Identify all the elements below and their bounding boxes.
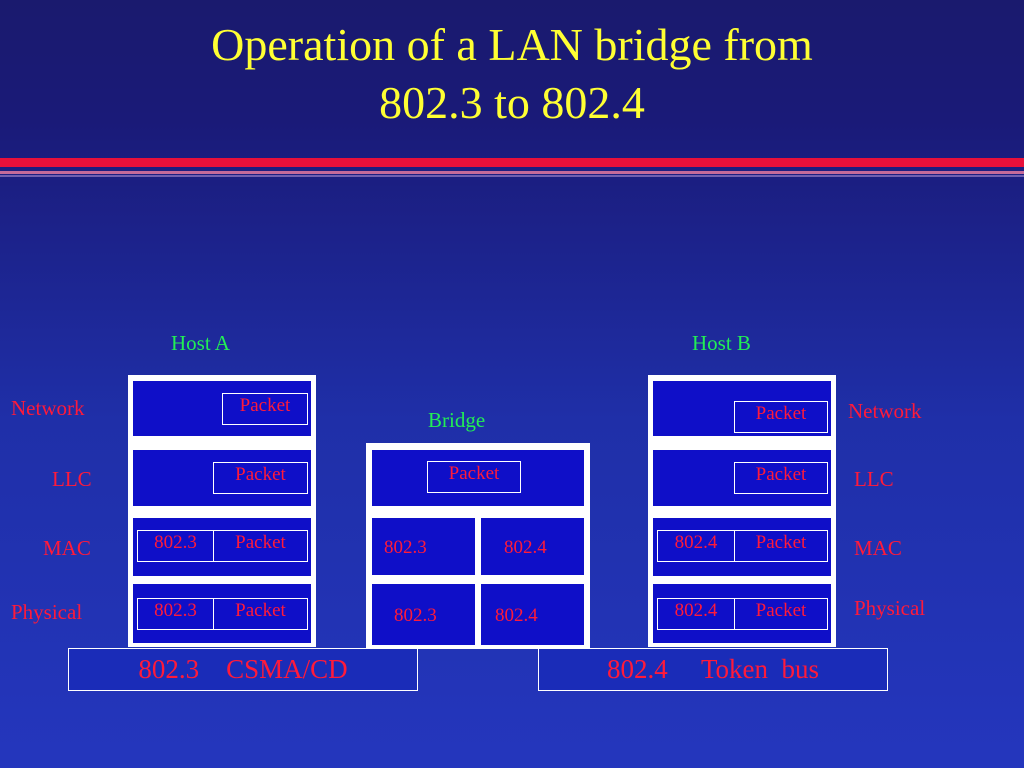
bridge-mac-8024-layer — [481, 518, 584, 575]
bridge-mac-right-text: 802.4 — [504, 537, 547, 558]
host-a-physical-label: Physical — [11, 600, 83, 624]
slide-title: Operation of a LAN bridge from 802.3 to … — [0, 16, 1024, 132]
title-line-1: Operation of a LAN bridge from — [211, 19, 813, 70]
host-b-mac-packet: Packet — [734, 530, 828, 562]
host-a-mac-label: MAC — [43, 536, 91, 560]
host-a-llc-packet: Packet — [213, 462, 308, 494]
title-line-2: 802.3 to 802.4 — [379, 77, 645, 128]
host-b-phys-header: 802.4 — [657, 598, 735, 630]
host-b-physical-label: Physical — [854, 596, 926, 620]
host-b-phys-packet: Packet — [734, 598, 828, 630]
host-b-network-packet: Packet — [734, 401, 828, 433]
bridge-label: Bridge — [428, 408, 486, 432]
host-a-network-packet: Packet — [222, 393, 308, 425]
host-a-label: Host A — [171, 331, 230, 355]
host-a-llc-label: LLC — [52, 467, 92, 491]
medium-csma-cd: 802.3 CSMA/CD — [68, 648, 418, 691]
host-b-mac-header: 802.4 — [657, 530, 735, 562]
host-a-network-label: Network — [11, 396, 85, 420]
bridge-mac-left-text: 802.3 — [384, 537, 427, 558]
title-divider-pink — [0, 171, 1024, 174]
title-divider-red — [0, 158, 1024, 167]
host-b-mac-label: MAC — [854, 536, 902, 560]
host-b-llc-packet: Packet — [734, 462, 828, 494]
bridge-mac-8023-layer — [372, 518, 475, 575]
host-a-mac-packet: Packet — [213, 530, 308, 562]
bridge-phys-right-text: 802.4 — [495, 605, 538, 626]
bridge-phys-8023-layer — [372, 584, 475, 645]
bridge-llc-packet: Packet — [427, 461, 521, 493]
host-a-stack: Packet Packet 802.3 Packet 802.3 Packet — [128, 375, 316, 647]
host-b-llc-label: LLC — [854, 467, 894, 491]
host-b-label: Host B — [692, 331, 751, 355]
bridge-phys-8024-layer — [481, 584, 584, 645]
title-divider-purple — [0, 175, 1024, 177]
bridge-stack: Packet 802.3 802.4 802.3 802.4 — [366, 443, 590, 649]
host-a-mac-header: 802.3 — [137, 530, 214, 562]
host-b-stack: Packet Packet 802.4 Packet 802.4 Packet — [648, 375, 836, 647]
host-a-phys-header: 802.3 — [137, 598, 214, 630]
host-a-phys-packet: Packet — [213, 598, 308, 630]
medium-token-bus: 802.4 Token bus — [538, 648, 888, 691]
host-b-network-label: Network — [848, 399, 922, 423]
bridge-phys-left-text: 802.3 — [394, 605, 437, 626]
